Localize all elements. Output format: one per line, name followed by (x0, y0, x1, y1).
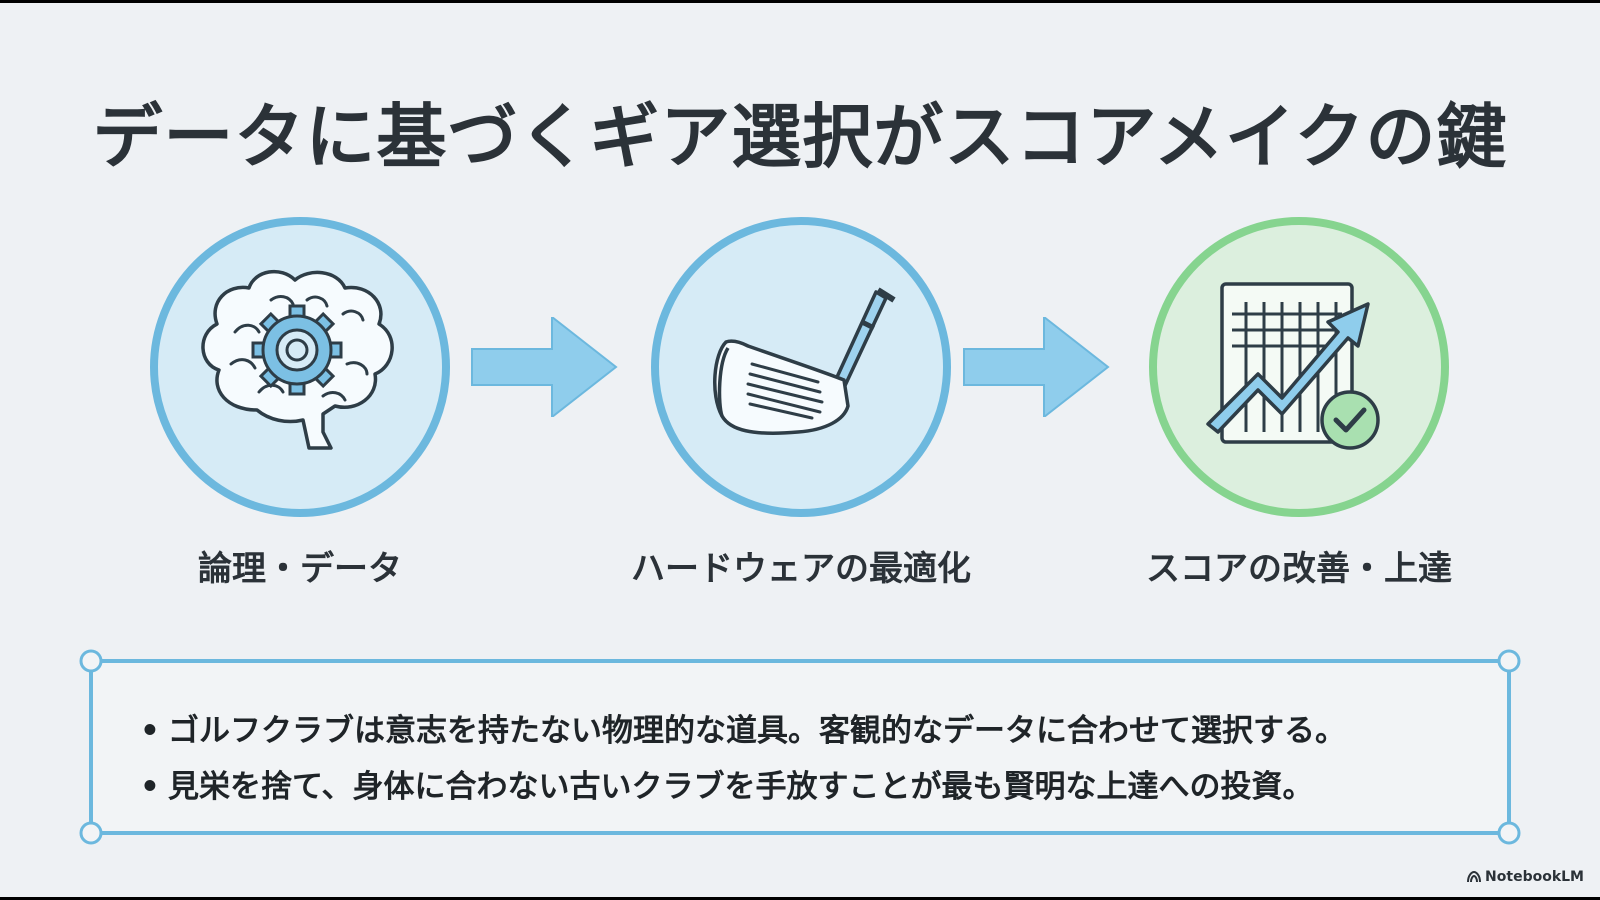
slide: データに基づくギア選択がスコアメイクの鍵 (0, 3, 1600, 897)
note-item: •見栄を捨て、身体に合わない古いクラブを手放すことが最も賢明な上達への投資。 (140, 759, 1480, 815)
step-label-score-improvement: スコアの改善・上達 (1146, 549, 1452, 589)
brand-watermark: NotebookLM (1467, 869, 1584, 887)
bullet-icon: • (140, 769, 160, 805)
flow-arrow-icon (962, 317, 1110, 417)
chart-check-icon (1146, 214, 1452, 520)
note-item: •ゴルフクラブは意志を持たない物理的な道具。客観的なデータに合わせて選択する。 (140, 703, 1480, 759)
bullet-icon: • (140, 713, 160, 749)
note-text: 見栄を捨て、身体に合わない古いクラブを手放すことが最も賢明な上達への投資。 (168, 769, 1314, 805)
step-label-hardware-optimization: ハードウェアの最適化 (631, 549, 971, 589)
brain-gear-icon (147, 214, 453, 520)
notes-frame (79, 649, 1521, 845)
flow-arrow-icon (470, 317, 618, 417)
golf-club-icon (648, 214, 954, 520)
note-text: ゴルフクラブは意志を持たない物理的な道具。客観的なデータに合わせて選択する。 (168, 713, 1346, 749)
notebooklm-logo-icon (1467, 870, 1482, 887)
step-label-logic-data: 論理・データ (198, 549, 402, 589)
slide-title: データに基づくギア選択がスコアメイクの鍵 (92, 96, 1508, 178)
notes-list: •ゴルフクラブは意志を持たない物理的な道具。客観的なデータに合わせて選択する。 … (140, 703, 1480, 815)
brand-label: NotebookLM (1485, 869, 1584, 885)
